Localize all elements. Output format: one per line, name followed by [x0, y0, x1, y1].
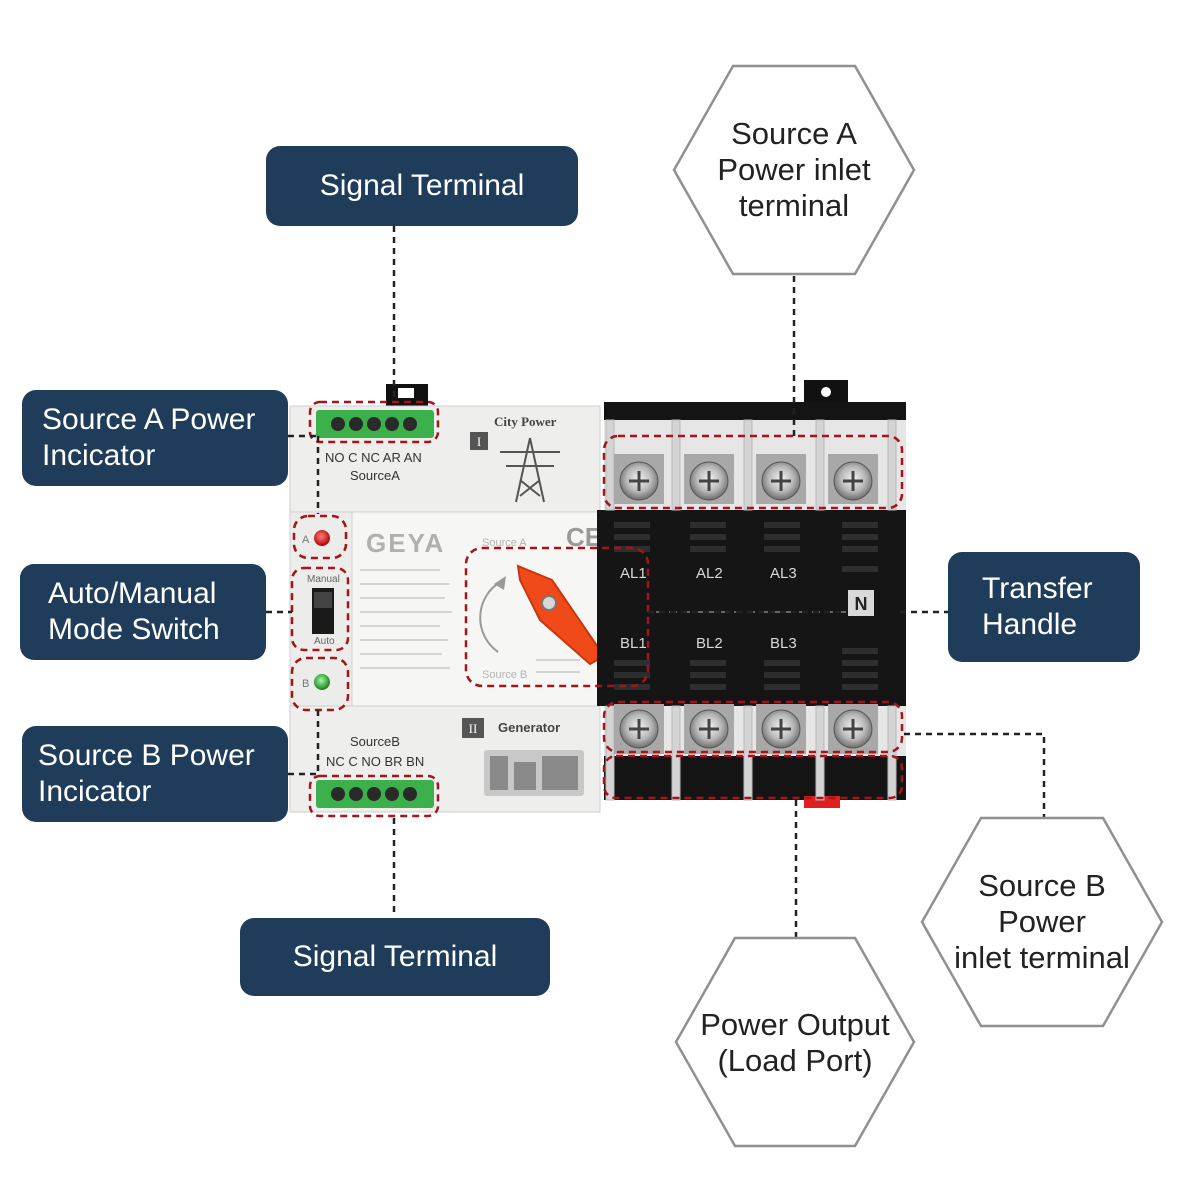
mode-switch-knob [314, 592, 332, 608]
hex-source-b-line2: Power [998, 904, 1086, 939]
arc-arrow-icon [494, 576, 506, 590]
phase-label-al1: AL1 [620, 565, 647, 582]
dial-source-a-label: Source A [482, 537, 527, 549]
indicator-a-letter: A [302, 534, 310, 546]
handle-pivot-icon [541, 595, 557, 611]
bottom-pin-labels: NC C NO BR BN [326, 754, 424, 769]
roman-badge-bottom [462, 718, 484, 738]
top-screws [614, 454, 878, 504]
callout-transfer-handle-line2: Handle [982, 608, 1078, 641]
highlight-dial [464, 546, 650, 688]
generator-icon [484, 750, 584, 796]
left-module: NO C NC AR AN SourceA I City Power II Ge… [289, 384, 606, 813]
callout-transfer-handle: Transfer Handle [948, 552, 1140, 662]
callout-signal-terminal-top-text: Signal Terminal [319, 169, 525, 202]
callout-signal-terminal-top: Signal Terminal [266, 146, 578, 226]
callout-mode-switch-line1: Auto/Manual [48, 577, 217, 610]
bottom-panel-title: Generator [498, 720, 560, 735]
hex-label-source-b-inlet: Source B Power inlet terminal [926, 852, 1158, 992]
phase-label-bl2: BL2 [696, 635, 723, 652]
bottom-terminal-footer [604, 756, 906, 800]
din-clip-hole [398, 388, 414, 398]
hex-power-output [674, 936, 916, 1148]
hex-power-output-line2: (Load Port) [717, 1043, 873, 1078]
neutral-label: N [855, 594, 868, 614]
hex-source-b-line1: Source B [978, 868, 1106, 903]
callout-mode-switch: Auto/Manual Mode Switch [20, 564, 266, 660]
top-terminal-header [604, 402, 906, 420]
hex-label-power-output: Power Output (Load Port) [680, 1000, 910, 1086]
callout-source-b-indicator-line2: Incicator [38, 775, 152, 808]
highlight-source-b-inlet [602, 700, 904, 754]
highlight-signal-top [308, 400, 440, 444]
indicator-b-letter: B [302, 678, 309, 690]
bottom-source-label: SourceB [350, 734, 400, 749]
callout-source-b-indicator-line1: Source B Power [38, 739, 255, 772]
phase-label-al2: AL2 [696, 565, 723, 582]
highlight-led-a [292, 514, 348, 560]
switch-auto-label: Auto [314, 636, 335, 647]
callout-signal-terminal-bottom-text: Signal Terminal [292, 940, 498, 973]
callout-source-a-indicator-line1: Source A Power [42, 403, 256, 436]
callout-transfer-handle-line1: Transfer [982, 572, 1093, 605]
roman-badge-top [470, 432, 488, 450]
switch-manual-label: Manual [307, 574, 340, 585]
phase-label-bl3: BL3 [770, 635, 797, 652]
hex-source-a-inlet [672, 64, 916, 276]
pylon-icon [500, 437, 560, 503]
highlight-power-output [602, 754, 904, 800]
hex-power-output-line1: Power Output [700, 1007, 890, 1042]
top-source-label: SourceA [350, 468, 400, 483]
brand-logo: GEYA [366, 528, 445, 558]
spec-text-lines [360, 569, 580, 673]
callout-source-b-indicator: Source B Power Incicator [22, 726, 288, 822]
roman-numeral-bottom: II [469, 721, 478, 736]
hex-source-a-line1: Source A [731, 116, 857, 151]
phase-label-bl1: BL1 [620, 635, 647, 652]
hex-source-b-inlet [920, 816, 1164, 1028]
right-module: AL1 AL2 AL3 BL1 BL2 BL3 N [597, 380, 906, 808]
top-terminal-dividers [605, 419, 897, 511]
callout-signal-terminal-bottom: Signal Terminal [240, 918, 550, 996]
rotation-arc-icon [479, 581, 501, 653]
top-pin-labels: NO C NC AR AN [325, 450, 422, 465]
leader-source-b-inlet [904, 732, 1046, 818]
neutral-badge [848, 590, 874, 616]
highlight-led-b [290, 656, 350, 712]
hex-source-a-line3: terminal [738, 188, 850, 223]
top-panel-title: City Power [494, 414, 557, 429]
roman-numeral-top: I [477, 434, 481, 449]
bottom-screws [614, 704, 878, 754]
source-b-led-icon [314, 674, 330, 690]
callout-source-a-indicator-line2: Incicator [42, 439, 156, 472]
hex-source-a-line2: Power inlet [717, 152, 871, 187]
dial-source-b-label: Source B [482, 669, 527, 681]
hex-label-source-a-inlet: Source A Power inlet terminal [680, 100, 908, 240]
callout-mode-switch-line2: Mode Switch [48, 613, 220, 646]
callout-source-a-indicator: Source A Power Incicator [22, 390, 288, 486]
highlight-mode-switch [290, 566, 350, 652]
transfer-handle[interactable] [516, 564, 606, 666]
highlight-source-a-inlet [602, 434, 904, 510]
highlight-signal-bottom [308, 774, 440, 818]
phase-label-al3: AL3 [770, 565, 797, 582]
source-a-led-icon [314, 530, 330, 546]
hex-source-b-line3: inlet terminal [954, 940, 1130, 975]
